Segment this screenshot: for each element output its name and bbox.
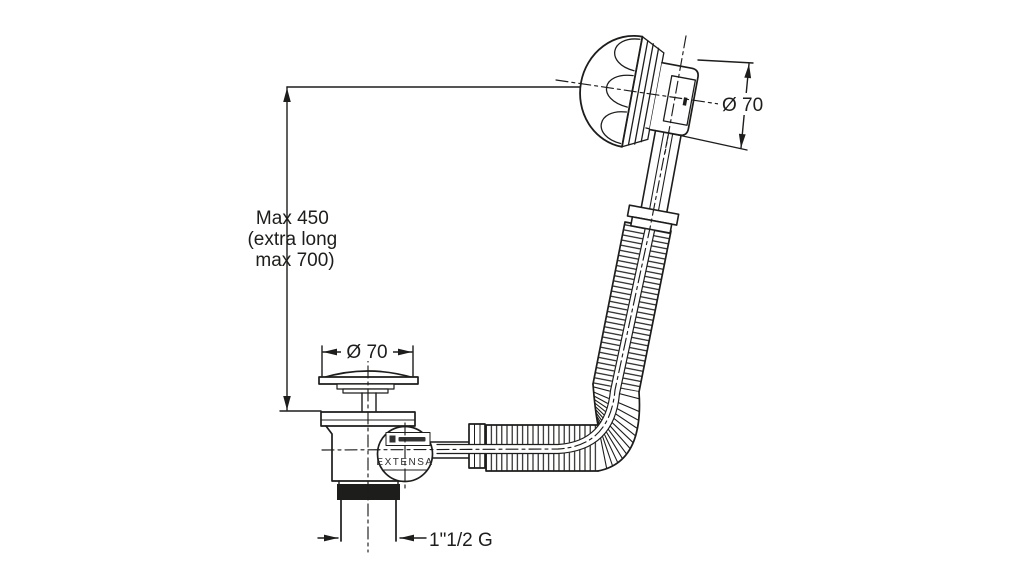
dimension-texts: Max 450 (extra long max 700) Ø 70 Ø 70 1…: [247, 93, 776, 551]
outlet-neck: [338, 480, 399, 485]
housing-inner-plate: [662, 75, 697, 126]
overflow-housing: [648, 61, 699, 137]
arrow-up: [283, 88, 291, 102]
cable-wall-upper: [436, 226, 647, 446]
drain-cap-stem: [361, 392, 377, 413]
cable-wall-lower: [436, 230, 656, 455]
dimension-outlet-thread: [317, 534, 427, 542]
dimension-drain-diameter: [321, 345, 414, 377]
arrow-right: [398, 348, 412, 356]
height-dim-label: Max 450 (extra long max 700): [247, 208, 342, 271]
brand-logo-box: [385, 432, 431, 446]
arrow-left-inward: [400, 534, 414, 542]
brand-label: EXTENSA: [376, 457, 433, 468]
centerlines: [321, 35, 720, 553]
hose-bend-body: [593, 384, 640, 471]
drain-waste-body: EXTENSA: [318, 370, 434, 542]
arrow-down: [283, 396, 291, 410]
logo-mark-icon: [389, 435, 396, 443]
tube-collar-lower: [629, 216, 673, 234]
arrow-left: [323, 348, 337, 356]
knob-perpendicular-centerline: [664, 35, 687, 154]
overflow-knob: [579, 35, 699, 234]
outlet-thread-label: 1"1/2 G: [429, 530, 493, 551]
arrow-up: [744, 64, 752, 79]
dimension-height: [279, 86, 589, 412]
drain-diameter-label-bg: [341, 342, 393, 361]
logo-wordmark-smudge: [398, 437, 426, 442]
drain-cap-plate-inner: [342, 388, 389, 394]
drain-cap-plate: [336, 383, 395, 390]
knob-diameter-label-bg: [718, 93, 776, 115]
ext-line-top: [697, 59, 754, 64]
tube-walls: [640, 129, 682, 213]
drain-diameter-label: Ø 70: [346, 342, 387, 363]
knob-skirt: [621, 36, 665, 148]
outlet-pipe-walls: [340, 499, 397, 542]
tube-cable-walls: [648, 131, 674, 216]
cable-centerline: [321, 130, 670, 451]
knob-diameter-label: Ø 70: [722, 95, 763, 116]
arrow-down: [738, 133, 746, 148]
arrow-right-inward: [324, 534, 338, 542]
knob-axis-centerline: [555, 79, 720, 105]
